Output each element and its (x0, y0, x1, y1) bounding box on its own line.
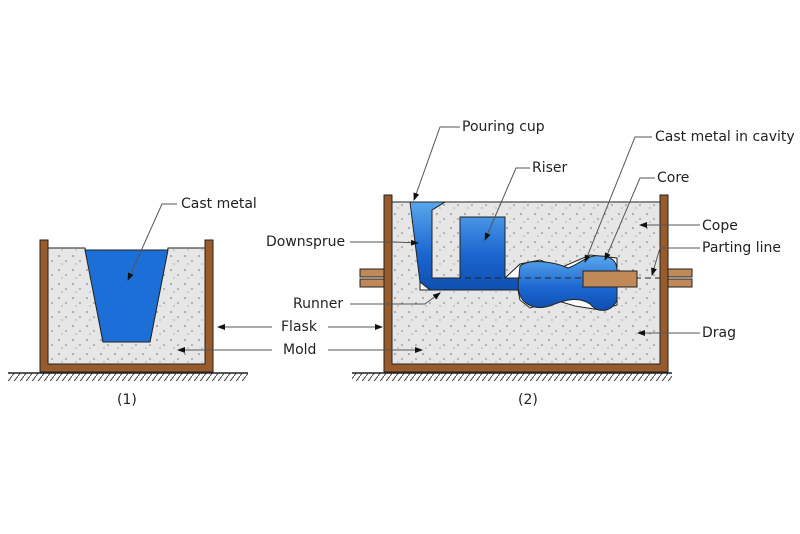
label-core: Core (657, 170, 690, 186)
figure-2 (328, 126, 700, 381)
caption-figure-1: (1) (117, 392, 137, 408)
label-runner: Runner (293, 296, 344, 312)
label-downsprue: Downsprue (266, 234, 346, 250)
leader-runner (350, 292, 441, 305)
leader-cast-metal (127, 203, 177, 281)
label-cast-metal-in-cavity: Cast metal in cavity (655, 129, 795, 145)
leader-downsprue (350, 239, 419, 246)
leader-riser (484, 167, 530, 241)
leader-core (604, 177, 655, 261)
caption-figure-2: (2) (518, 392, 538, 408)
casting-cavity (517, 255, 618, 311)
label-cope: Cope (702, 218, 738, 234)
leader-cast-metal-in-cavity (584, 136, 652, 263)
label-flask: Flask (281, 319, 317, 335)
label-parting-line: Parting line (702, 240, 782, 256)
label-mold: Mold (283, 342, 317, 358)
leader-pouring-cup (413, 126, 460, 201)
cast-metal (84, 249, 169, 343)
label-drag: Drag (702, 325, 737, 341)
ground-hatch (352, 373, 672, 381)
flask-1 (39, 239, 214, 373)
figure-1 (8, 203, 272, 381)
flask-2 (383, 194, 669, 373)
core (582, 270, 638, 288)
ground-hatch (8, 373, 248, 381)
label-riser: Riser (532, 160, 568, 176)
label-pouring-cup: Pouring cup (462, 119, 545, 135)
downsprue-runner-riser (409, 201, 521, 291)
leader-parting-line (651, 247, 700, 276)
label-cast-metal: Cast metal (181, 196, 257, 212)
